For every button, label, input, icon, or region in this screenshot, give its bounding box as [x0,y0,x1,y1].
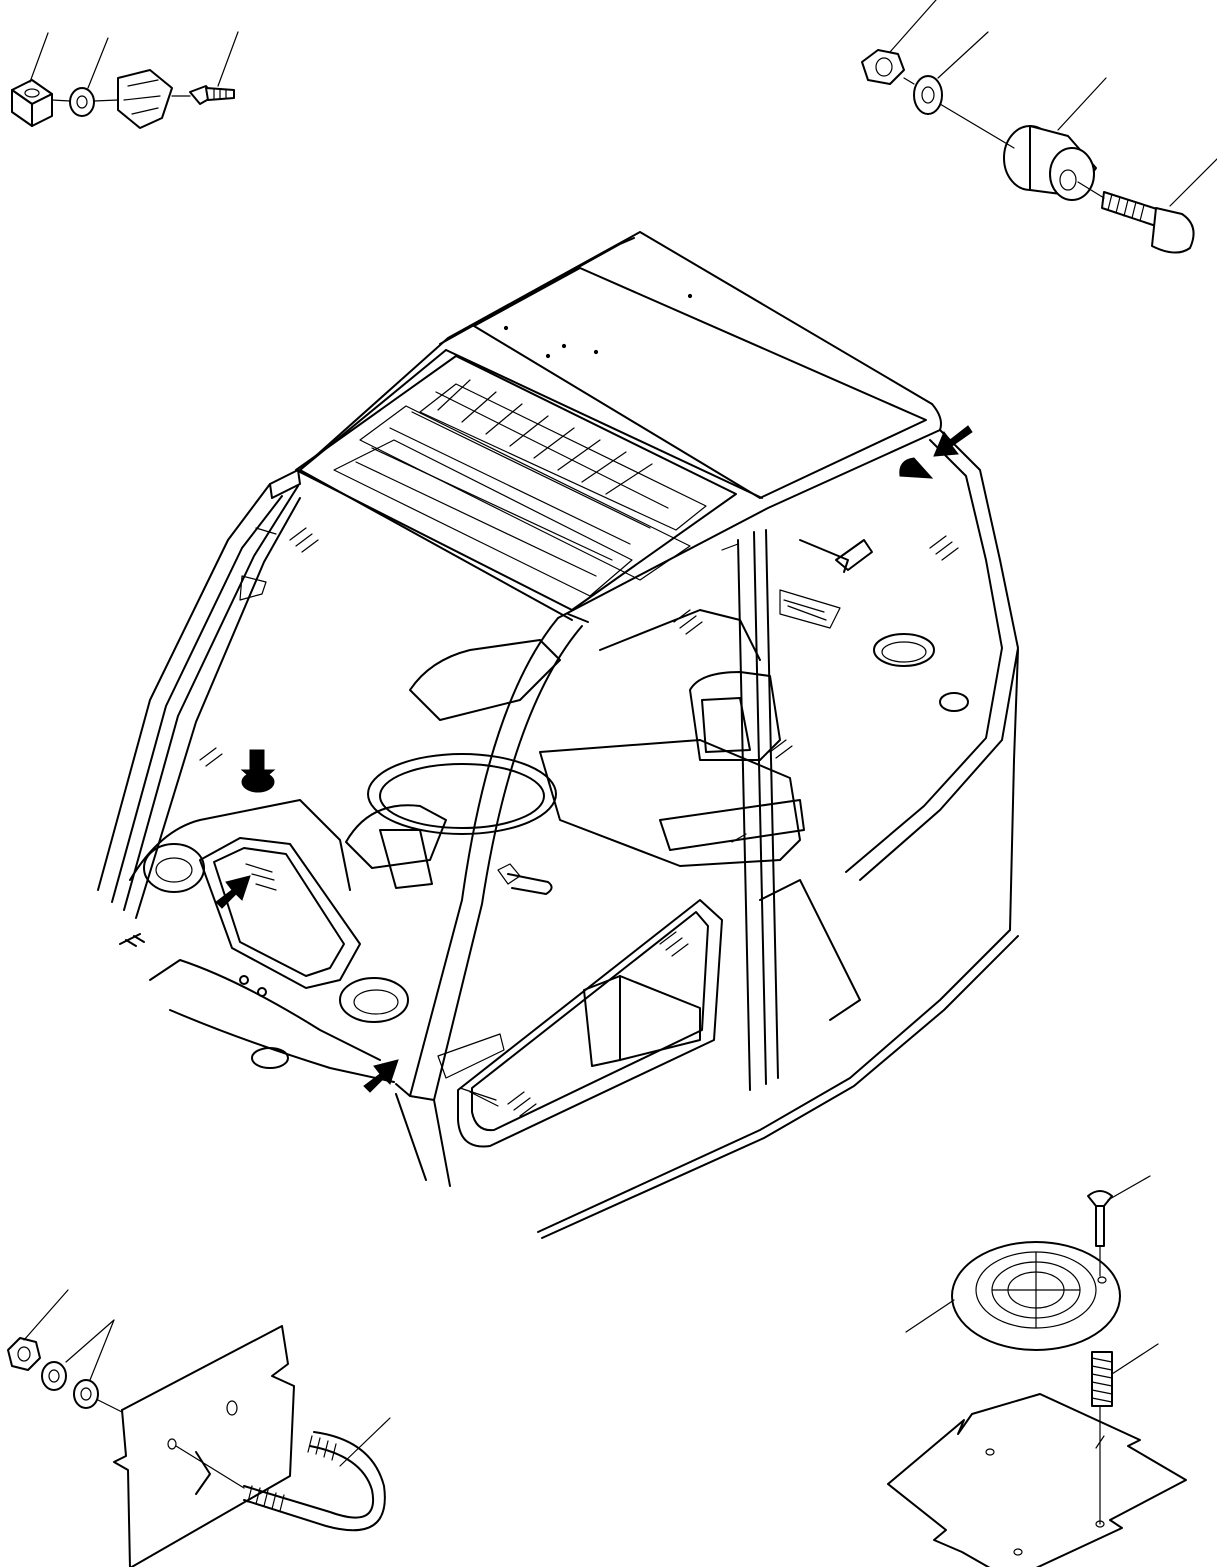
cab-door [437,899,723,1148]
rubber-mount [1003,125,1097,201]
arrow-marker-roof [933,425,973,457]
spring-clip [117,69,173,129]
screw [189,85,235,105]
callout-leader [889,0,937,53]
arrow-marker-pillar [363,1059,399,1093]
location-arrows [215,425,973,1093]
callout-leader [65,1319,115,1363]
callout-leader [87,37,109,89]
callout-leader [905,1299,955,1333]
pillar-plug [899,457,934,479]
floor-panel [887,1393,1187,1567]
hex-nut [861,49,905,85]
rubber-mount-group [861,0,1217,254]
callout-leader [339,1417,391,1467]
washer [913,75,943,115]
threaded-stud [1101,191,1195,254]
lock-washer [41,1361,67,1391]
square-nut [11,79,53,127]
circular-mount [951,1241,1121,1351]
callout-leader [1111,1343,1159,1375]
callout-leader [1107,1175,1151,1201]
clip-fastener-group [11,31,239,129]
mounting-plate [113,1325,295,1567]
arrow-marker-dash [240,749,276,785]
countersunk-screw [1087,1190,1113,1247]
hex-nut-small [7,1337,41,1371]
cab-interior [345,539,969,1067]
callout-leader [1057,77,1107,131]
callout-leader [937,31,989,79]
arrow-marker-panel [215,875,251,909]
floor-mount-group [887,1175,1187,1567]
glass-hatching [199,527,959,1117]
flat-washer [69,87,95,117]
callout-leader [23,1289,69,1341]
callout-leader [1169,158,1217,207]
spring-stud [1091,1351,1113,1407]
roof-grille [295,355,737,611]
callout-leader [29,32,49,83]
u-bolt-group [7,1289,391,1567]
u-bolt [243,1431,386,1532]
callout-leader [217,31,239,87]
flat-washer-small [73,1379,99,1409]
callout-leader [89,1319,115,1381]
operator-cab [97,231,1019,1239]
